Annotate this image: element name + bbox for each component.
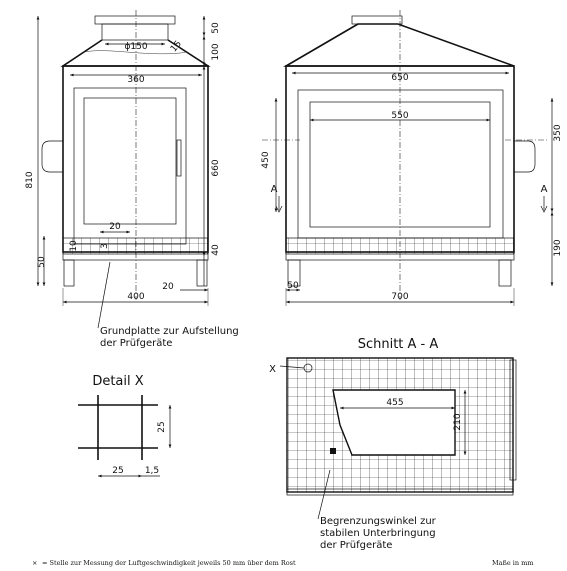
dim-hood-height: 100	[211, 43, 221, 60]
section-mark-right: A	[541, 184, 548, 195]
front-chimney	[101, 23, 169, 41]
footnote-text: = Stelle zur Messung der Luftgeschwindig…	[42, 559, 296, 567]
begrenzung-leader	[317, 469, 331, 520]
dim-section-height: 210	[453, 413, 463, 430]
footnote: × = Stelle zur Messung der Luftgeschwind…	[32, 559, 533, 567]
front-window	[83, 97, 177, 225]
dim-detail-gap: 25	[112, 466, 123, 476]
dim-grate-10: 10	[69, 240, 79, 252]
dim-side-total-width: 700	[391, 292, 408, 302]
dim-section-width: 455	[386, 398, 403, 408]
dim-window-width: 550	[391, 111, 408, 121]
detail-x: Detail X 25 25 1,5	[78, 374, 172, 478]
front-view: 810 50 100 660 40 50 360 ϕ150 15 20 10 3…	[25, 10, 239, 349]
front-grate	[62, 237, 209, 255]
front-left-handle	[41, 140, 63, 173]
dim-foot-20: 20	[162, 282, 174, 292]
section-opening	[332, 389, 456, 456]
dim-window-height: 450	[261, 151, 271, 168]
dim-chimney-diameter: ϕ150	[124, 42, 147, 52]
dim-side-inner-width: 650	[391, 73, 408, 83]
footnote-symbol: ×	[32, 559, 37, 567]
dim-flange-height: 50	[211, 22, 221, 34]
dim-door-height: 660	[211, 159, 221, 176]
side-left-foot	[287, 259, 301, 287]
front-door	[73, 87, 187, 245]
dim-base-height: 50	[37, 256, 47, 268]
dim-total-height: 810	[25, 171, 35, 188]
grundplatte-leader	[97, 261, 111, 329]
dim-grate-3: 3	[100, 243, 110, 249]
begrenzung-label-2: stabilen Unterbringung	[320, 528, 436, 539]
dim-inner-width: 360	[127, 75, 144, 85]
dim-side-foot: 50	[287, 281, 299, 291]
begrenzung-label-1: Begrenzungswinkel zur	[320, 516, 437, 527]
grundplatte-label-2: der Prüfgeräte	[100, 338, 172, 349]
side-right-handle	[514, 140, 536, 173]
front-left-foot	[63, 259, 75, 287]
detail-x-title: Detail X	[92, 374, 143, 389]
dim-detail-wire: 1,5	[145, 466, 159, 476]
side-view: 650 550 450 350 190 50 700 A A	[261, 10, 563, 306]
dim-grate-gap: 20	[109, 222, 121, 232]
dim-side-base: 190	[553, 239, 563, 256]
dim-detail-spacing: 25	[157, 421, 167, 432]
grundplatte-label-1: Grundplatte zur Aufstellung	[100, 326, 239, 337]
side-flange	[351, 15, 403, 25]
section-marker-x: X	[269, 364, 276, 375]
front-right-handle	[176, 139, 182, 177]
begrenzung-label-3: der Prüfgeräte	[320, 540, 392, 551]
section-mark-left: A	[271, 184, 278, 195]
dim-grate-40: 40	[211, 244, 221, 256]
side-right-foot	[498, 259, 512, 287]
front-flange	[94, 15, 176, 25]
section-aa-title: Schnitt A - A	[358, 337, 439, 352]
dim-top-offset: 350	[553, 124, 563, 141]
section-aa: Schnitt A - A X 455 210 Begrenzungswinke…	[269, 337, 517, 551]
front-right-foot	[196, 259, 208, 287]
dim-total-width: 400	[127, 292, 144, 302]
units-note: Maße in mm	[492, 559, 533, 567]
